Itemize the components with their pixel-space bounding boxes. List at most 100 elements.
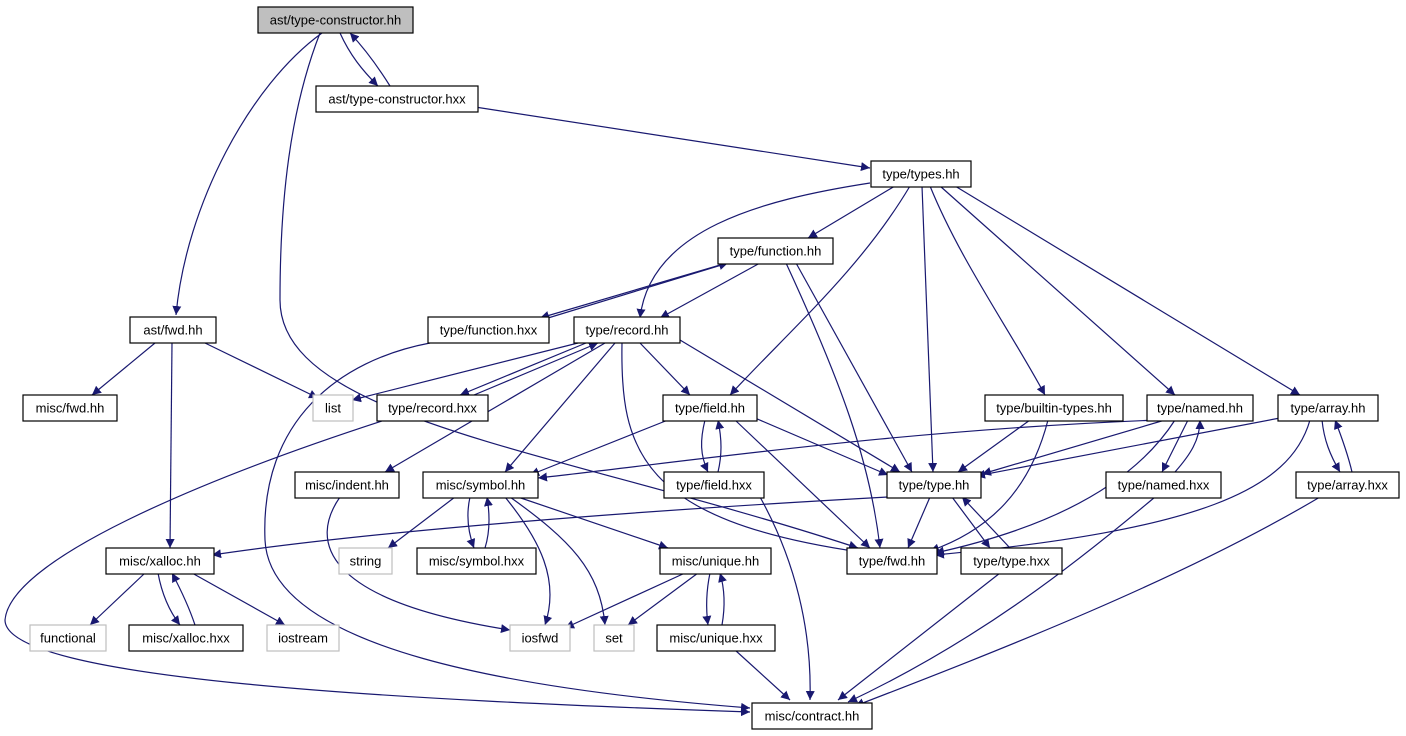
edge-ast-type-constructor-hh-to-type-fwd-hh bbox=[279, 32, 859, 550]
edge-type-record-hh-to-type-fwd-hh bbox=[621, 342, 861, 556]
node-label: type/field.hh bbox=[675, 401, 745, 416]
node-label: type/types.hh bbox=[882, 167, 959, 182]
node-misc-xalloc-hh[interactable]: misc/xalloc.hh bbox=[105, 547, 215, 575]
edge-type-types-hh-to-type-builtin-types-hh bbox=[929, 185, 1046, 396]
edge-type-array-hh-to-type-fwd-hh bbox=[934, 419, 1311, 559]
node-type-type-hxx[interactable]: type/type.hxx bbox=[960, 547, 1063, 575]
edge-ast-fwd-hh-to-misc-xalloc-hh bbox=[165, 342, 175, 549]
node-label: misc/indent.hh bbox=[305, 478, 389, 493]
node-label: misc/xalloc.hh bbox=[119, 554, 201, 569]
edge-type-array-hh-to-type-type-hh bbox=[975, 417, 1281, 479]
node-misc-fwd-hh[interactable]: misc/fwd.hh bbox=[22, 394, 118, 422]
node-label: functional bbox=[40, 631, 96, 646]
node-type-record-hh[interactable]: type/record.hh bbox=[573, 316, 681, 344]
node-label: iosfwd bbox=[522, 631, 559, 646]
node-type-field-hxx[interactable]: type/field.hxx bbox=[663, 471, 765, 499]
edge-type-field-hh-to-misc-symbol-hh bbox=[529, 419, 669, 476]
node-label: ast/fwd.hh bbox=[143, 323, 202, 338]
edge-ast-fwd-hh-to-misc-fwd-hh bbox=[91, 342, 156, 396]
edge-type-type-hxx-to-misc-contract-hh bbox=[837, 572, 1001, 701]
node-label: type/array.hh bbox=[1291, 401, 1366, 416]
node-misc-contract-hh[interactable]: misc/contract.hh bbox=[751, 702, 873, 730]
node-label: misc/unique.hh bbox=[672, 554, 759, 569]
edge-type-named-hh-to-type-type-hh bbox=[981, 419, 1166, 476]
node-label: type/type.hh bbox=[899, 478, 970, 493]
edge-type-builtin-types-hh-to-type-fwd-hh bbox=[929, 419, 1049, 553]
node-type-fwd-hh[interactable]: type/fwd.hh bbox=[846, 547, 938, 575]
node-misc-xalloc-hxx[interactable]: misc/xalloc.hxx bbox=[128, 624, 244, 652]
edge-type-field-hh-to-type-fwd-hh bbox=[734, 419, 871, 549]
node-label: list bbox=[325, 401, 341, 416]
edge-type-field-hh-to-type-type-hh bbox=[754, 417, 889, 476]
node-label: misc/symbol.hh bbox=[436, 478, 526, 493]
node-type-field-hh[interactable]: type/field.hh bbox=[662, 394, 758, 422]
node-label: misc/fwd.hh bbox=[36, 401, 105, 416]
node-misc-indent-hh[interactable]: misc/indent.hh bbox=[294, 471, 400, 499]
edge-type-function-hh-to-type-function-hxx bbox=[539, 262, 728, 320]
node-label: type/fwd.hh bbox=[859, 554, 926, 569]
edge-misc-xalloc-hh-to-misc-xalloc-hxx bbox=[157, 572, 181, 626]
node-misc-symbol-hxx[interactable]: misc/symbol.hxx bbox=[416, 547, 537, 575]
node-string[interactable]: string bbox=[338, 547, 393, 575]
node-type-type-hh[interactable]: type/type.hh bbox=[886, 471, 982, 499]
node-set[interactable]: set bbox=[593, 624, 635, 652]
node-ast-fwd-hh[interactable]: ast/fwd.hh bbox=[129, 316, 217, 344]
edge-type-field-hh-to-type-field-hxx bbox=[700, 419, 709, 473]
edge-ast-type-constructor-hh-to-hxx bbox=[339, 32, 379, 87]
node-label: misc/unique.hxx bbox=[669, 631, 763, 646]
edge-ast-fwd-hh-to-list bbox=[204, 342, 319, 399]
edge-misc-symbol-hh-to-misc-unique-hh bbox=[511, 494, 669, 550]
node-ast-type-constructor-hh[interactable]: ast/type-constructor.hh bbox=[257, 6, 414, 34]
edge-type-named-hh-to-type-named-hxx bbox=[1161, 419, 1189, 473]
edge-type-type-hh-to-type-fwd-hh bbox=[907, 496, 931, 549]
node-label: ast/type-constructor.hh bbox=[270, 13, 402, 28]
node-list[interactable]: list bbox=[312, 394, 354, 422]
edge-type-types-hh-to-type-function-hh bbox=[807, 185, 896, 239]
node-label: misc/contract.hh bbox=[765, 709, 860, 724]
node-type-types-hh[interactable]: type/types.hh bbox=[870, 160, 972, 188]
node-label: type/function.hxx bbox=[440, 323, 538, 338]
node-misc-symbol-hh[interactable]: misc/symbol.hh bbox=[422, 471, 539, 499]
edge-type-field-hxx-to-type-field-hh bbox=[715, 419, 725, 473]
edge-type-record-hxx-to-type-record-hh bbox=[473, 342, 599, 396]
node-type-function-hh[interactable]: type/function.hh bbox=[717, 237, 834, 265]
node-iosfwd[interactable]: iosfwd bbox=[509, 624, 571, 652]
node-label: ast/type-constructor.hxx bbox=[328, 92, 466, 107]
edge-misc-symbol-hh-to-set bbox=[509, 496, 609, 626]
node-type-function-hxx[interactable]: type/function.hxx bbox=[427, 316, 550, 344]
node-type-record-hxx[interactable]: type/record.hxx bbox=[376, 394, 489, 422]
node-misc-unique-hh[interactable]: misc/unique.hh bbox=[659, 547, 772, 575]
edge-type-function-hh-to-type-fwd-hh bbox=[785, 262, 884, 549]
node-functional[interactable]: functional bbox=[29, 624, 107, 652]
node-iostream[interactable]: iostream bbox=[266, 624, 340, 652]
node-type-builtin-types-hh[interactable]: type/builtin-types.hh bbox=[984, 394, 1124, 422]
node-type-named-hxx[interactable]: type/named.hxx bbox=[1105, 471, 1222, 499]
node-label: type/record.hh bbox=[585, 323, 668, 338]
edge-misc-symbol-hh-to-misc-symbol-hxx bbox=[466, 496, 476, 549]
node-type-named-hh[interactable]: type/named.hh bbox=[1146, 394, 1254, 422]
nodes: ast/type-constructor.hh ast/type-constru… bbox=[22, 6, 1400, 730]
node-label: type/field.hxx bbox=[676, 478, 752, 493]
edge-type-type-hh-to-misc-xalloc-hh bbox=[211, 496, 889, 559]
edge-type-record-hh-to-misc-indent-hh bbox=[384, 342, 606, 473]
node-label: type/function.hh bbox=[730, 244, 822, 259]
edge-type-function-hh-to-type-type-hh bbox=[795, 262, 913, 473]
node-label: iostream bbox=[278, 631, 328, 646]
edge-type-record-hxx-to-misc-contract-hh bbox=[4, 419, 751, 717]
edge-type-named-hxx-to-type-named-hh bbox=[1174, 419, 1205, 473]
edge-misc-symbol-hxx-to-misc-symbol-hh bbox=[484, 496, 493, 549]
edge-type-record-hh-to-type-type-hh bbox=[679, 339, 901, 473]
edge-type-array-hh-to-type-array-hxx bbox=[1321, 419, 1341, 473]
edge-misc-symbol-hh-to-string bbox=[387, 496, 456, 549]
edge-misc-xalloc-hh-to-iostream bbox=[191, 572, 286, 626]
node-ast-type-constructor-hxx[interactable]: ast/type-constructor.hxx bbox=[315, 85, 479, 113]
node-misc-unique-hxx[interactable]: misc/unique.hxx bbox=[656, 624, 776, 652]
edge-ast-type-constructor-hxx-to-ast-type-constructor-hh bbox=[349, 32, 391, 87]
node-type-array-hxx[interactable]: type/array.hxx bbox=[1295, 471, 1400, 499]
edge-type-field-hxx-to-misc-contract-hh bbox=[759, 496, 815, 701]
edge-type-types-hh-to-type-named-hh bbox=[939, 185, 1176, 396]
edge-type-record-hh-to-misc-symbol-hh bbox=[504, 342, 616, 473]
node-type-array-hh[interactable]: type/array.hh bbox=[1277, 394, 1379, 422]
edge-ast-type-constructor-hh-to-ast-fwd-hh bbox=[172, 32, 323, 316]
